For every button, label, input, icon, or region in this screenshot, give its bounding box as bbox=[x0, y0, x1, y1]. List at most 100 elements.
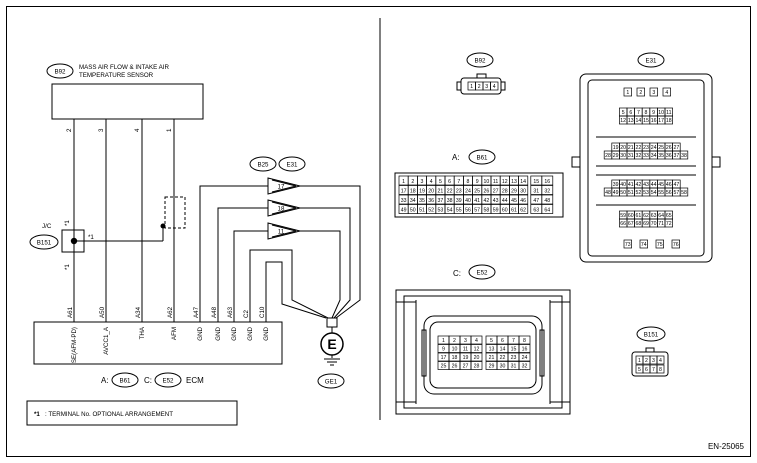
ecm-label-prefix-c: C: bbox=[144, 376, 152, 385]
b61-pin-cell bbox=[541, 185, 554, 195]
jc-star-top: *1 bbox=[64, 220, 71, 226]
e31-pin-label: 53 bbox=[643, 190, 649, 196]
b61-pin-label: 22 bbox=[447, 189, 453, 195]
b61-pin-label: 34 bbox=[410, 198, 416, 204]
e31-pin-label: 26 bbox=[666, 145, 672, 151]
b151-pin-cell bbox=[656, 364, 665, 374]
b61-badge-text: B61 bbox=[476, 155, 488, 162]
e52-badge-text: E52 bbox=[476, 270, 488, 277]
b151-badge-text: B151 bbox=[644, 332, 659, 339]
e31-pin-label: 36 bbox=[666, 153, 672, 159]
e31-pin-cell bbox=[639, 239, 648, 249]
e52-pin-label: 11 bbox=[463, 347, 468, 353]
b61-pin-label: 29 bbox=[511, 189, 517, 195]
e31-pin-label: 50 bbox=[620, 190, 626, 196]
optional-jumper bbox=[164, 196, 186, 229]
e31-pin-label: 4 bbox=[665, 90, 668, 96]
e31-pin-label: 67 bbox=[628, 221, 634, 227]
e31-badge bbox=[637, 52, 665, 68]
e52-pin-label: 31 bbox=[511, 364, 517, 370]
maf-sensor: B92 MASS AIR FLOW & INTAKE AIR TEMPERATU… bbox=[46, 63, 204, 132]
e31-pin-label: 47 bbox=[674, 182, 680, 188]
b61-pin-label: 53 bbox=[438, 208, 444, 214]
b61-pin-label: 28 bbox=[502, 189, 508, 195]
e31-pin-cell bbox=[679, 150, 689, 160]
e31-pin-label: 54 bbox=[651, 190, 657, 196]
e31-pin-label: 24 bbox=[651, 145, 657, 151]
ecm-signal-label: GND bbox=[197, 326, 204, 340]
b61-pin-label: 54 bbox=[447, 208, 453, 214]
b151-badge bbox=[636, 326, 666, 342]
b61-pin-label: 41 bbox=[474, 198, 480, 204]
e31-pin-label: 32 bbox=[636, 153, 642, 159]
jc-box bbox=[61, 229, 85, 253]
e52-pin-label: 1 bbox=[442, 338, 445, 344]
jc-badge-text: B151 bbox=[37, 240, 52, 247]
e31-pin-label: 8 bbox=[645, 110, 648, 116]
b151-pin-label: 1 bbox=[638, 358, 641, 364]
e52-pin-label: 2 bbox=[453, 338, 456, 344]
e31-pin-cell bbox=[664, 218, 673, 228]
e31-pin-label: 17 bbox=[658, 118, 664, 124]
e31-pin-label: 75 bbox=[657, 242, 663, 248]
e31-pin-label: 30 bbox=[620, 153, 626, 159]
e52-badge bbox=[468, 264, 496, 280]
gnd-connector-badge-text: B25 bbox=[257, 162, 269, 169]
e52-pin-cell bbox=[518, 352, 531, 362]
e31-pin-label: 6 bbox=[629, 110, 632, 116]
b151-pin-label: 8 bbox=[659, 367, 662, 373]
ecm-body bbox=[33, 321, 283, 365]
e31-pin-label: 63 bbox=[651, 213, 657, 219]
b61-pin-label: 11 bbox=[493, 179, 498, 185]
b61-pin-label: 63 bbox=[533, 208, 539, 214]
b151-pin-label: 3 bbox=[652, 358, 655, 364]
b151-pin-label: 7 bbox=[652, 367, 655, 373]
ecm-signal-label: SE(AFM-PD) bbox=[71, 327, 78, 363]
jc-star-right: *1 bbox=[88, 234, 94, 241]
ecm-signal-label: GND bbox=[215, 326, 222, 340]
b61-pin-label: 24 bbox=[465, 189, 471, 195]
gnd-pin-label: 18 bbox=[278, 206, 285, 213]
e52-pin-label: 25 bbox=[441, 364, 447, 370]
b61-pin-label: 30 bbox=[520, 189, 526, 195]
sensor-title-line1: MASS AIR FLOW & INTAKE AIR bbox=[79, 64, 169, 71]
b151-pin-label: 4 bbox=[659, 358, 662, 364]
e52-pin-label: 22 bbox=[500, 355, 506, 361]
e31-pin-label: 3 bbox=[652, 90, 655, 96]
b61-pin-label: 8 bbox=[467, 179, 470, 185]
e31-pin-label: 60 bbox=[628, 213, 634, 219]
b61-badge bbox=[468, 149, 496, 165]
b61-pin-label: 45 bbox=[511, 198, 517, 204]
e52-pin-label: 4 bbox=[475, 338, 478, 344]
e31-pin-cell bbox=[623, 239, 632, 249]
b61-pin-label: 25 bbox=[474, 189, 480, 195]
e31-pin-label: 44 bbox=[651, 182, 657, 188]
b61-pin-label: 23 bbox=[456, 189, 462, 195]
e52-pin-label: 26 bbox=[452, 364, 458, 370]
b61-pin-label: 5 bbox=[439, 179, 442, 185]
sensor-badge bbox=[46, 63, 74, 79]
ground-symbol: E GE1 bbox=[317, 317, 345, 389]
diagram-frame bbox=[6, 6, 751, 457]
b61-pin-label: 6 bbox=[448, 179, 451, 185]
e52-pin-cell bbox=[518, 361, 531, 370]
b151-pin-label: 6 bbox=[645, 367, 648, 373]
e31-pin-label: 18 bbox=[666, 118, 672, 124]
jc-badge bbox=[29, 234, 59, 250]
e31-pin-label: 49 bbox=[613, 190, 619, 196]
b61-pin-label: 55 bbox=[456, 208, 462, 214]
ecm-badge-c-text: E52 bbox=[162, 378, 174, 385]
sensor-body bbox=[51, 83, 204, 120]
b61-pin-label: 12 bbox=[502, 179, 508, 185]
e52-pin-label: 20 bbox=[474, 355, 480, 361]
e31-pin-label: 28 bbox=[605, 153, 611, 159]
e31-pin-label: 13 bbox=[628, 118, 634, 124]
b61-prefix: A: bbox=[452, 153, 460, 162]
b61-pin-label: 51 bbox=[419, 208, 425, 214]
e31-pin-label: 42 bbox=[636, 182, 642, 188]
sensor-pin-label: 1 bbox=[166, 128, 173, 132]
e31-pin-label: 43 bbox=[643, 182, 649, 188]
ecm-terminal-label: A47 bbox=[193, 306, 200, 318]
e52-pin-label: 32 bbox=[522, 364, 528, 370]
